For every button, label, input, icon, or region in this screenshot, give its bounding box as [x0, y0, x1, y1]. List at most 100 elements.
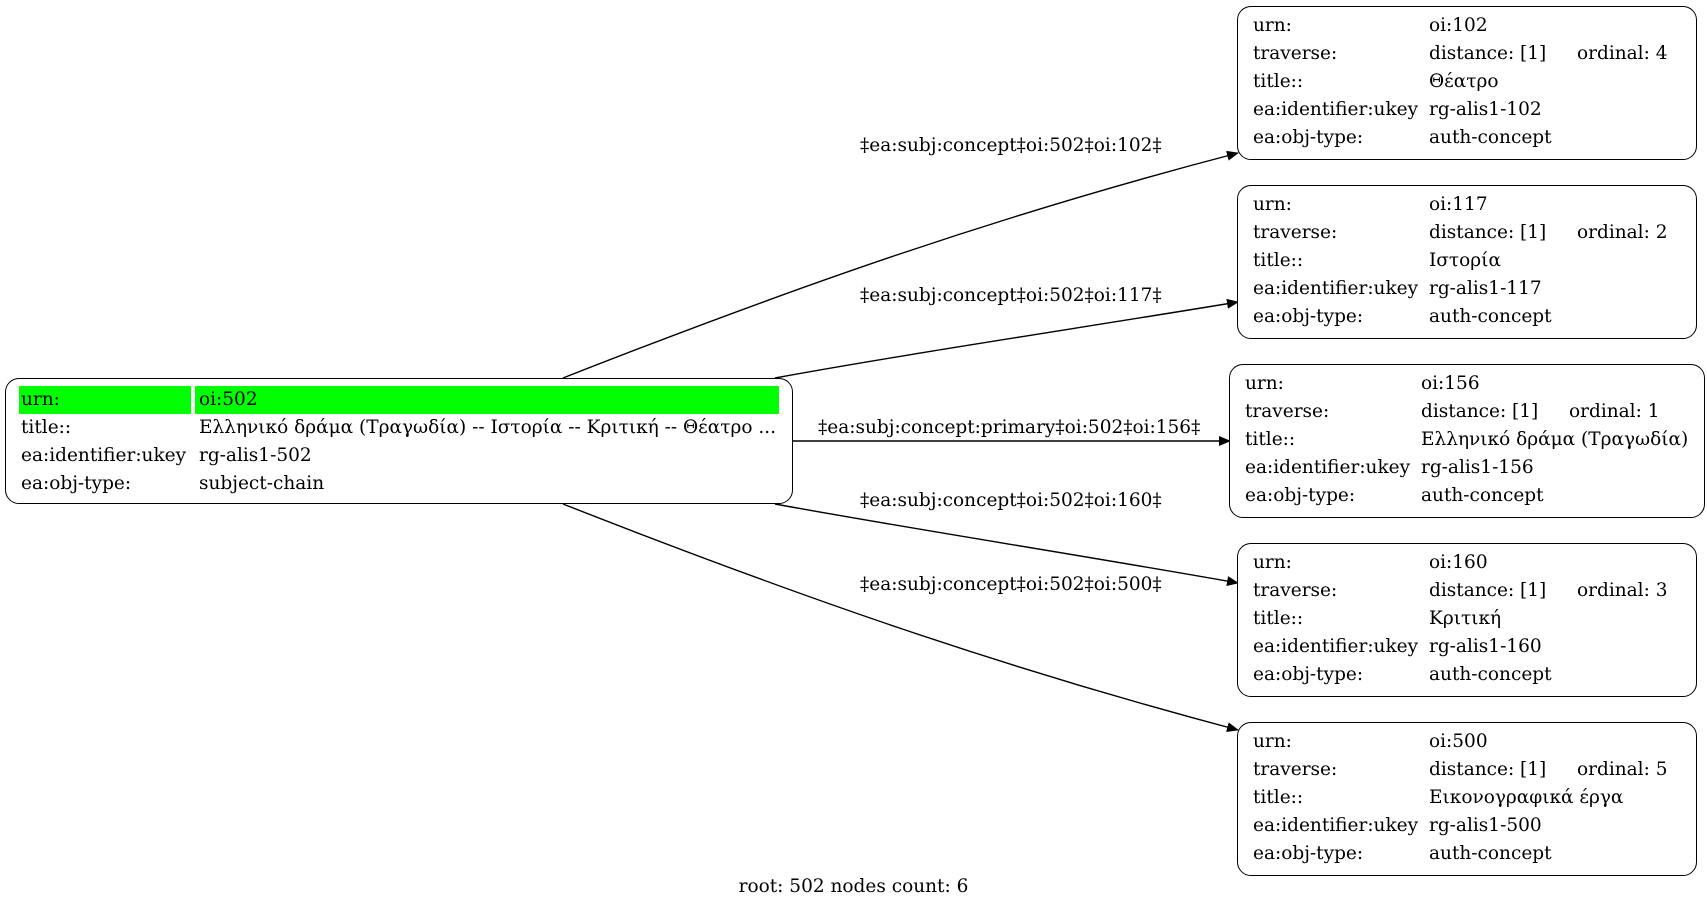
child-key-ukey: ea:identifier:ukey — [1245, 457, 1411, 478]
child-key-title: title:: — [1253, 71, 1304, 92]
child-value-distance: distance: [1] — [1429, 43, 1547, 64]
edge-label-502-500: ‡ea:subj:concept‡oi:502‡oi:500‡ — [860, 574, 1162, 595]
child-value-distance: distance: [1] — [1429, 759, 1547, 780]
child-key-urn: urn: — [1253, 552, 1292, 573]
child-value-urn: oi:500 — [1429, 731, 1488, 752]
child-row-urn: urn: oi:500 — [1253, 728, 1681, 756]
child-row-title: title::Θέατρο — [1253, 68, 1681, 96]
child-value-ordinal: ordinal: 4 — [1577, 43, 1668, 64]
child-key-title: title:: — [1253, 608, 1304, 629]
child-value-obj-type: auth-concept — [1429, 664, 1552, 685]
child-row-obj-type: ea:obj-type:auth-concept — [1253, 661, 1681, 689]
child-key-obj-type: ea:obj-type: — [1245, 485, 1356, 506]
child-value-urn: oi:156 — [1421, 373, 1480, 394]
child-row-traverse: traverse: distance: [1] ordinal: 4 — [1253, 40, 1681, 68]
root-row-urn: urn: oi:502 — [19, 386, 779, 414]
child-row-ukey: ea:identifier:ukey rg-alis1-500 — [1253, 812, 1681, 840]
child-row-title: title::Ελληνικό δράμα (Τραγωδία) — [1245, 426, 1689, 454]
edge-label-502-102: ‡ea:subj:concept‡oi:502‡oi:102‡ — [860, 135, 1162, 156]
graph-caption: root: 502 nodes count: 6 — [738, 876, 969, 897]
child-value-ukey: rg-alis1-160 — [1429, 636, 1542, 657]
child-row-obj-type: ea:obj-type: auth-concept — [1253, 124, 1681, 152]
root-key-urn: urn: — [19, 386, 191, 414]
child-value-title: Κριτική — [1429, 608, 1502, 629]
child-node-oi-160[interactable]: urn: oi:160 traverse: distance: [1] ordinal… — [1237, 543, 1697, 697]
child-row-traverse: traverse:distance: [1]ordinal: 1 — [1245, 398, 1689, 426]
child-value-ukey: rg-alis1-102 — [1429, 99, 1542, 120]
child-value-ukey: rg-alis1-500 — [1429, 815, 1542, 836]
child-row-obj-type: ea:obj-type: auth-concept — [1253, 840, 1681, 868]
child-value-title: Θέατρο — [1429, 71, 1499, 92]
child-key-traverse: traverse: — [1253, 580, 1338, 601]
root-node-oi-502[interactable]: urn: oi:502 title:: Ελληνικό δράμα (Τραγ… — [5, 378, 793, 504]
root-key-obj-type: ea:obj-type: — [21, 473, 132, 494]
child-value-obj-type: auth-concept — [1429, 306, 1552, 327]
child-key-obj-type: ea:obj-type: — [1253, 306, 1364, 327]
edge-502-500 — [562, 503, 1239, 733]
child-row-ukey: ea:identifier:ukey rg-alis1-102 — [1253, 96, 1681, 124]
child-row-title: title::Εικονογραφικά έργα — [1253, 784, 1681, 812]
child-key-ukey: ea:identifier:ukey — [1253, 278, 1419, 299]
child-value-ordinal: ordinal: 3 — [1577, 580, 1668, 601]
child-value-obj-type: auth-concept — [1429, 843, 1552, 864]
child-row-obj-type: ea:obj-type: auth-concept — [1245, 482, 1689, 510]
edge-502-102 — [562, 150, 1239, 379]
child-row-obj-type: ea:obj-type: auth-concept — [1253, 303, 1681, 331]
child-key-obj-type: ea:obj-type: — [1253, 127, 1364, 148]
child-key-urn: urn: — [1253, 15, 1292, 36]
edge-502-117 — [774, 298, 1239, 379]
child-value-urn: oi:160 — [1429, 552, 1488, 573]
child-value-distance: distance: [1] — [1429, 580, 1547, 601]
child-value-ordinal: ordinal: 5 — [1577, 759, 1668, 780]
root-value-urn: oi:502 — [195, 386, 779, 414]
child-value-title: Εικονογραφικά έργα — [1429, 787, 1624, 808]
edge-label-502-117: ‡ea:subj:concept‡oi:502‡oi:117‡ — [860, 285, 1162, 306]
child-key-urn: urn: — [1245, 373, 1284, 394]
child-value-ordinal: ordinal: 1 — [1569, 401, 1660, 422]
child-node-oi-156[interactable]: urn: oi:156 traverse:distance: [1]ordinal… — [1229, 364, 1705, 518]
child-value-obj-type: auth-concept — [1421, 485, 1544, 506]
child-row-urn: urn: oi:160 — [1253, 549, 1681, 577]
child-row-urn: urn: oi:156 — [1245, 370, 1689, 398]
child-key-urn: urn: — [1253, 194, 1292, 215]
child-row-traverse: traverse:distance: [1]ordinal: 2 — [1253, 219, 1681, 247]
child-key-title: title:: — [1253, 787, 1304, 808]
child-key-title: title:: — [1245, 429, 1296, 450]
child-key-traverse: traverse: — [1253, 222, 1338, 243]
child-value-urn: oi:117 — [1429, 194, 1488, 215]
child-value-obj-type: auth-concept — [1429, 127, 1552, 148]
child-key-ukey: ea:identifier:ukey — [1253, 815, 1419, 836]
child-node-oi-102[interactable]: urn: oi:102 traverse: distance: [1] ordinal… — [1237, 6, 1697, 160]
child-row-urn: urn: oi:102 — [1253, 12, 1681, 40]
child-key-traverse: traverse: — [1253, 43, 1338, 64]
child-node-oi-500[interactable]: urn:oi:500 traverse:distance: [1]ordinal… — [1237, 722, 1697, 876]
root-value-ukey: rg-alis1-502 — [199, 445, 312, 466]
child-value-distance: distance: [1] — [1429, 222, 1547, 243]
child-row-title: title::Κριτική — [1253, 605, 1681, 633]
child-value-urn: oi:102 — [1429, 15, 1488, 36]
child-key-traverse: traverse: — [1245, 401, 1330, 422]
child-row-urn: urn: oi:117 — [1253, 191, 1681, 219]
child-row-traverse: traverse: distance: [1] ordinal: 3 — [1253, 577, 1681, 605]
edge-502-160 — [774, 503, 1239, 587]
edge-label-502-156: ‡ea:subj:concept:primary‡oi:502‡oi:156‡ — [818, 417, 1201, 438]
root-row-ukey: ea:identifier:ukey rg-alis1-502 — [19, 442, 779, 470]
child-key-urn: urn: — [1253, 731, 1292, 752]
edge-label-502-160: ‡ea:subj:concept‡oi:502‡oi:160‡ — [860, 490, 1162, 511]
child-key-ukey: ea:identifier:ukey — [1253, 99, 1419, 120]
root-key-ukey: ea:identifier:ukey — [21, 445, 187, 466]
root-value-obj-type: subject-chain — [199, 473, 325, 494]
child-row-traverse: traverse:distance: [1]ordinal: 5 — [1253, 756, 1681, 784]
child-row-title: title::Ιστορία — [1253, 247, 1681, 275]
root-value-title: Ελληνικό δράμα (Τραγωδία) -- Ιστορία -- … — [199, 417, 777, 438]
child-row-ukey: ea:identifier:ukey rg-alis1-160 — [1253, 633, 1681, 661]
root-row-obj-type: ea:obj-type: subject-chain — [19, 470, 779, 498]
child-key-title: title:: — [1253, 250, 1304, 271]
root-key-title: title:: — [21, 417, 72, 438]
child-key-ukey: ea:identifier:ukey — [1253, 636, 1419, 657]
child-node-oi-117[interactable]: urn:oi:117 traverse:distance: [1]ordinal… — [1237, 185, 1697, 339]
child-key-obj-type: ea:obj-type: — [1253, 843, 1364, 864]
